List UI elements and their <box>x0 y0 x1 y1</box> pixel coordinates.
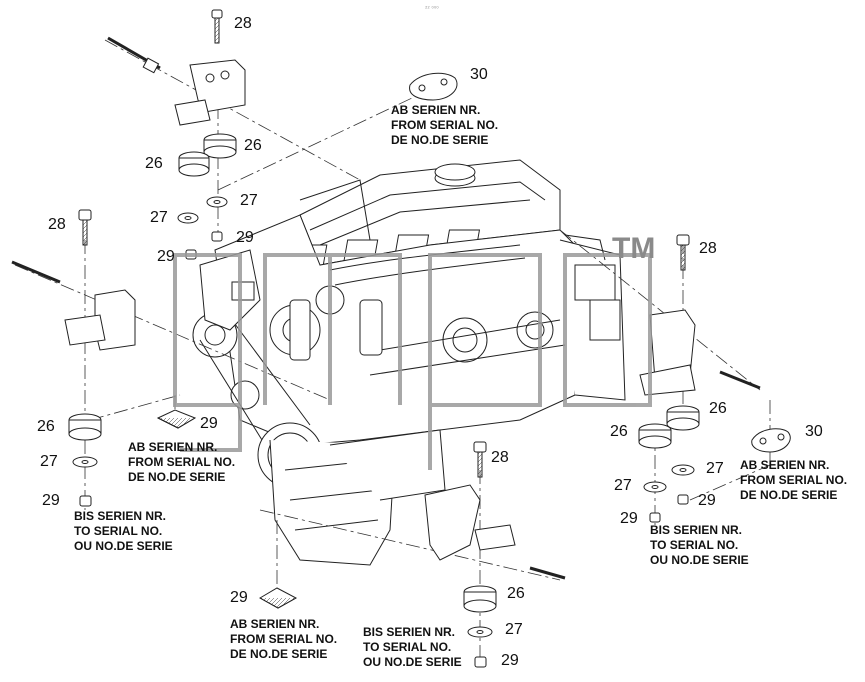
callout-28: 28 <box>699 240 717 257</box>
callout-28: 28 <box>48 216 66 233</box>
callout-27: 27 <box>706 460 724 477</box>
callout-30: 30 <box>470 66 488 83</box>
callout-29: 29 <box>200 415 218 432</box>
callout-29: 29 <box>236 229 254 246</box>
callout-26: 26 <box>610 423 628 440</box>
watermark-logo <box>173 253 652 470</box>
callout-29: 29 <box>620 510 638 527</box>
engine-assembly <box>192 159 626 566</box>
callout-26: 26 <box>244 137 262 154</box>
callout-30: 30 <box>805 423 823 440</box>
top-mark: ₂₂ ₀₀₀ <box>425 4 439 10</box>
mount-top <box>107 9 246 260</box>
serial-note-to: BIS SERIEN NR. TO SERIAL NO. OU NO.DE SE… <box>363 625 462 669</box>
callout-26: 26 <box>37 418 55 435</box>
callout-27: 27 <box>240 192 258 209</box>
callout-28: 28 <box>491 449 509 466</box>
callout-27: 27 <box>40 453 58 470</box>
mount-left <box>11 209 197 507</box>
callout-27: 27 <box>614 477 632 494</box>
serial-note-from: AB SERIEN NR. FROM SERIAL NO. DE NO.DE S… <box>230 617 338 661</box>
callout-27: 27 <box>505 621 523 638</box>
serial-note-to: BIS SERIEN NR. TO SERIAL NO. OU NO.DE SE… <box>74 509 173 553</box>
callout-29: 29 <box>157 248 175 265</box>
callout-29: 29 <box>501 652 519 669</box>
callout-27: 27 <box>150 209 168 226</box>
link-30-top <box>409 72 458 101</box>
callout-26: 26 <box>709 400 727 417</box>
serial-note-from: AB SERIEN NR. FROM SERIAL NO. DE NO.DE S… <box>128 440 236 484</box>
callout-26: 26 <box>145 155 163 172</box>
callout-29: 29 <box>230 589 248 606</box>
callout-28: 28 <box>234 15 252 32</box>
callout-29: 29 <box>698 492 716 509</box>
serial-note-from: AB SERIEN NR. FROM SERIAL NO. DE NO.DE S… <box>391 103 499 147</box>
callout-29: 29 <box>42 492 60 509</box>
mount-bottom <box>258 441 566 668</box>
mount-right <box>638 234 791 523</box>
serial-note-from: AB SERIEN NR. FROM SERIAL NO. DE NO.DE S… <box>740 458 848 502</box>
callout-26: 26 <box>507 585 525 602</box>
serial-note-to: BIS SERIEN NR. TO SERIAL NO. OU NO.DE SE… <box>650 523 749 567</box>
trademark-mark: TM <box>612 232 656 265</box>
